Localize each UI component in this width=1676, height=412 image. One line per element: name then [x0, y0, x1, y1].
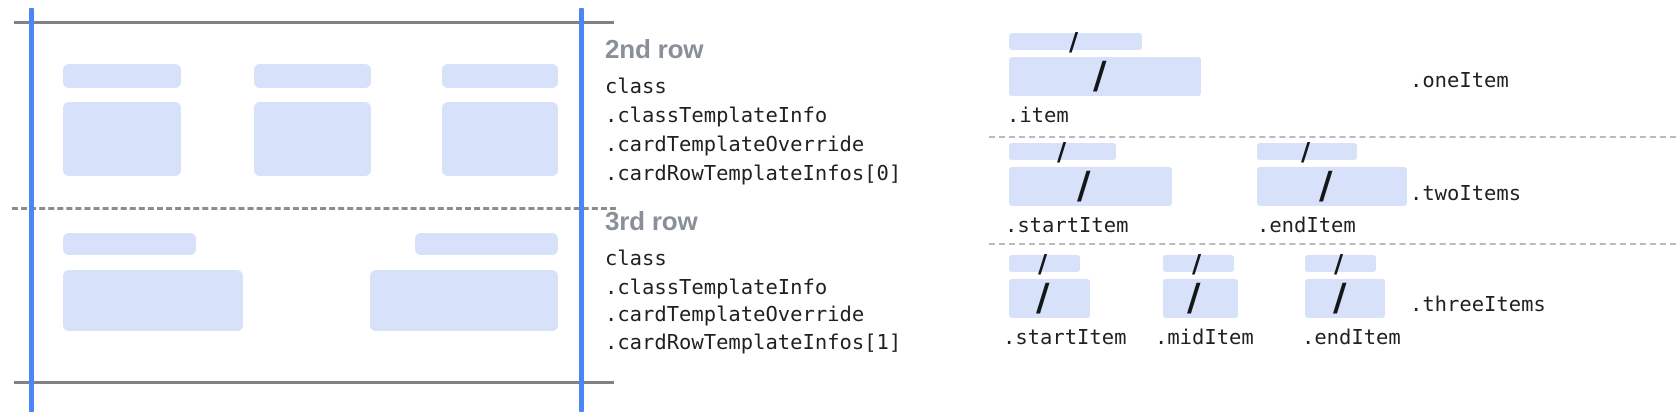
row-description-line: .cardTemplateOverride [605, 132, 865, 156]
legend-group-label: .twoItems [1410, 181, 1522, 205]
item-slot-label: .startItem [1003, 325, 1127, 349]
placeholder-box [1009, 167, 1172, 206]
3rd-row-preview [0, 208, 640, 381]
item-slot: / / .item [1007, 29, 1201, 128]
item-slot: / / .endItem [1302, 251, 1401, 351]
row-description-line: class [605, 74, 667, 98]
item-slot: / / .startItem [1003, 251, 1126, 351]
placeholder-bar [442, 64, 558, 88]
row-description-line: .cardRowTemplateInfos[1] [605, 330, 902, 354]
slash-icon: / [1301, 137, 1311, 166]
placeholder-bar [415, 233, 558, 255]
legend-group-three-items: / / .startItem / / .midItem / / .endItem [985, 244, 1676, 356]
card-row-preview [0, 0, 640, 412]
row-description-line: .classTemplateInfo [605, 275, 828, 299]
card-top-rule [14, 21, 614, 24]
slash-icon: / [1093, 54, 1107, 97]
legend-group-one-item: / / .item .oneItem [985, 0, 1676, 131]
placeholder-box [442, 102, 558, 176]
slash-icon: / [1077, 164, 1091, 207]
slash-icon: / [1036, 276, 1050, 319]
item-slot: / / .midItem [1155, 251, 1254, 351]
slash-icon: / [1334, 249, 1344, 278]
row-description-line: class [605, 246, 667, 270]
legend-group-label: .threeItems [1410, 292, 1546, 316]
placeholder-bar [1009, 255, 1080, 272]
placeholder-box [1009, 279, 1090, 318]
legend-group-label: .oneItem [1410, 68, 1509, 92]
placeholder-bar [1257, 143, 1357, 160]
legend-divider [989, 243, 1676, 245]
placeholder-bar [1305, 255, 1376, 272]
slash-icon: / [1187, 276, 1201, 319]
placeholder-bar [1009, 33, 1142, 50]
slash-icon: / [1192, 249, 1202, 278]
item-slot-label: .item [1007, 103, 1069, 127]
card-row-divider [12, 207, 616, 210]
placeholder-box [254, 102, 371, 176]
left-margin-guide [29, 8, 34, 412]
row-description-line: .cardTemplateOverride [605, 302, 865, 326]
slash-icon: / [1319, 164, 1333, 207]
placeholder-bar [63, 233, 196, 255]
slash-icon: / [1069, 27, 1079, 56]
placeholder-bar [1163, 255, 1234, 272]
slash-icon: / [1333, 276, 1347, 319]
item-slot-label: .endItem [1302, 325, 1401, 349]
placeholder-box [1009, 57, 1201, 96]
slash-icon: / [1057, 137, 1067, 166]
placeholder-box [1305, 279, 1385, 318]
legend-group-two-items: / / .startItem / / .endItem .twoItems [985, 137, 1676, 243]
row-description-line: .cardRowTemplateInfos[0] [605, 161, 902, 185]
card-bottom-rule [14, 381, 614, 384]
placeholder-bar [63, 64, 181, 88]
slash-icon: / [1038, 249, 1048, 278]
placeholder-box [1257, 167, 1407, 206]
item-slot-label: .startItem [1005, 213, 1129, 237]
row-description-line: .classTemplateInfo [605, 103, 828, 127]
item-slot: / / .startItem [1005, 139, 1172, 239]
row-descriptions: 2nd row class .classTemplateInfo .cardTe… [600, 0, 980, 412]
row-description-title: 2nd row [605, 34, 704, 64]
legend-divider [989, 136, 1676, 138]
item-layout-legend: / / .item .oneItem / / .startItem [985, 0, 1676, 412]
item-slot-label: .endItem [1257, 213, 1356, 237]
row-description-title: 3rd row [605, 206, 698, 236]
placeholder-box [370, 270, 558, 331]
placeholder-box [63, 102, 181, 176]
right-margin-guide [579, 8, 584, 412]
placeholder-box [1163, 279, 1238, 318]
placeholder-bar [1009, 143, 1116, 160]
item-slot-label: .midItem [1155, 325, 1254, 349]
placeholder-bar [254, 64, 371, 88]
item-slot: / / .endItem [1257, 139, 1407, 239]
2nd-row-preview [0, 22, 640, 207]
placeholder-box [63, 270, 243, 331]
